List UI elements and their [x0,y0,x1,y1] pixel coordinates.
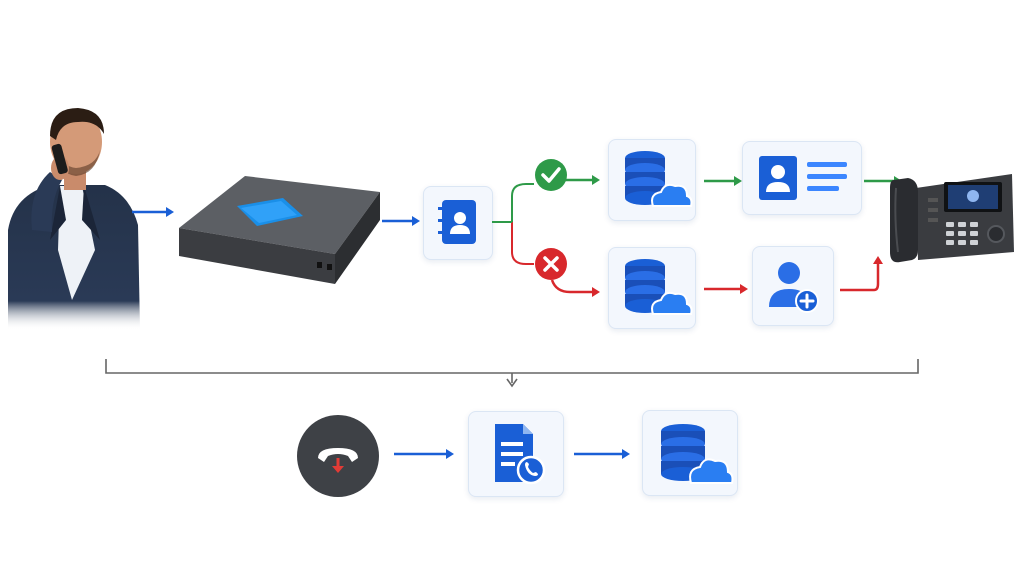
cloud-database-icon [625,259,693,315]
arrow-pbx-to-lookup [382,216,420,226]
arrow-caller-to-pbx [132,207,174,217]
add-contact-card [752,246,834,326]
contact-card [742,141,862,215]
arrow-log-to-db [574,449,630,459]
arrow-add-contact-to-phone [840,256,883,292]
contact-lookup-card [423,186,493,260]
cloud-database-icon [661,424,734,484]
contact-card-icon [759,156,847,200]
bracket-connector [105,359,919,388]
add-user-icon [769,262,819,313]
ip-pbx-device-icon [175,168,385,290]
x-mark-icon [534,247,568,281]
crm-database-bottom-card [608,247,696,329]
arrow-hangup-to-log [394,449,454,459]
caller-person-icon [0,100,150,330]
hang-up-icon [296,414,380,498]
address-book-icon [438,200,476,244]
crm-database-top-card [608,139,696,221]
cloud-database-icon [625,151,693,207]
arrow-db-to-add-contact [704,284,748,294]
call-log-card [468,411,564,497]
crm-database-log-card [642,410,738,496]
arrow-db-to-contact-card [704,176,742,186]
call-log-document-icon [495,424,546,485]
branch-connector [492,175,600,297]
checkmark-icon [534,158,568,192]
ip-desk-phone-icon [888,168,1018,268]
